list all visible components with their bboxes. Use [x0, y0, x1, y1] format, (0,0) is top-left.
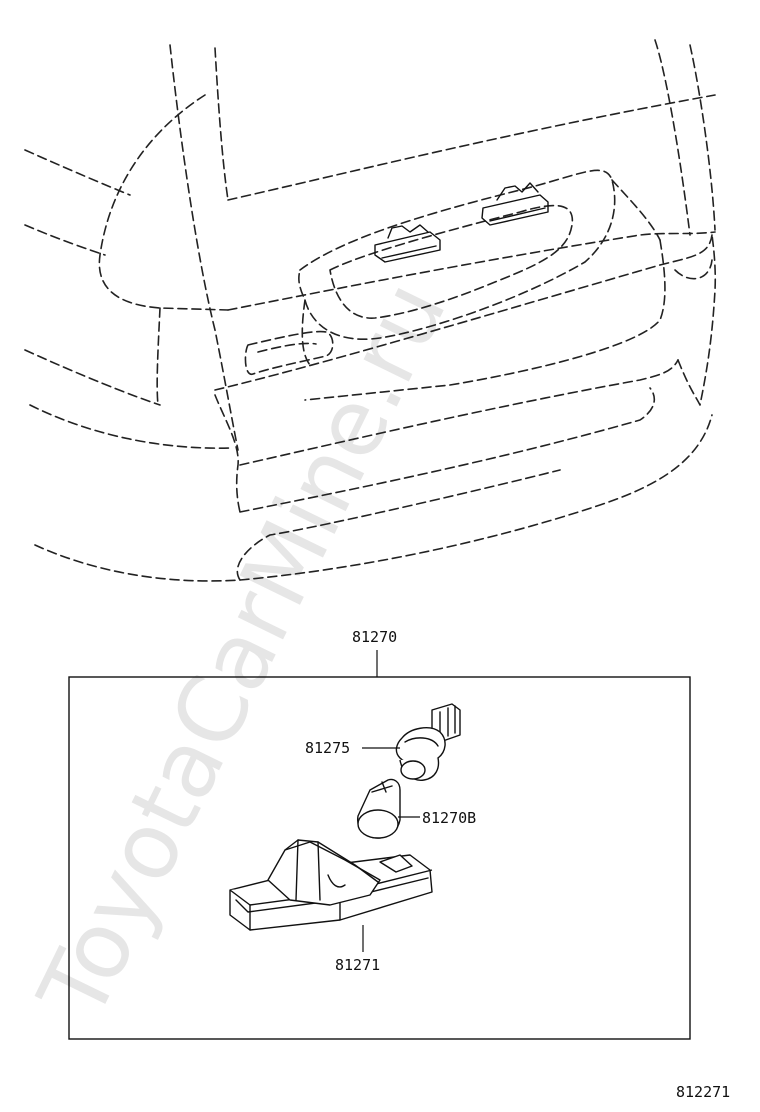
callout-81271: 81271	[335, 956, 380, 974]
diagram-code: 812271	[676, 1083, 730, 1101]
assembly-box	[68, 650, 691, 1040]
callout-81270: 81270	[352, 628, 397, 646]
socket-part	[395, 703, 461, 781]
vehicle-rear-outline	[24, 39, 717, 582]
lens-housing-part	[229, 839, 433, 931]
callout-81275: 81275	[305, 739, 350, 757]
bulb-part	[357, 778, 401, 839]
callout-81270b: 81270B	[422, 809, 476, 827]
leader-lines	[362, 747, 420, 952]
